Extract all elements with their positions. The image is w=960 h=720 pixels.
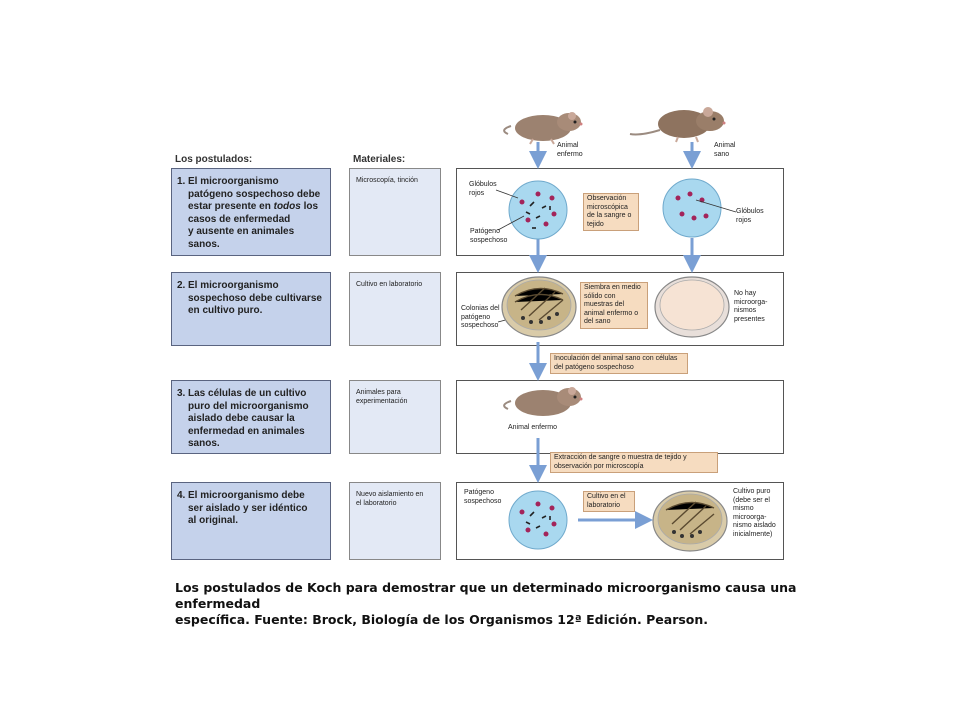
callout-extraccion: Extracción de sangre o muestra de tejido… xyxy=(550,452,718,473)
caption-line-1: Los postulados de Koch para demostrar qu… xyxy=(175,580,797,611)
postulate-4-line: El microorganismo debe xyxy=(188,490,305,501)
postulate-2-line: sospechoso debe cultivarse xyxy=(188,292,322,304)
postulate-1-line: los xyxy=(300,201,319,212)
material-1: Microscopía, tinción xyxy=(349,168,441,256)
blood-smear-sick xyxy=(508,180,568,240)
postulate-1-emphasis: todos xyxy=(273,201,301,212)
postulate-4-number: 4. xyxy=(177,490,186,501)
material-3: Animales para experimentación xyxy=(349,380,441,454)
postulate-4-line: al original. xyxy=(188,515,239,526)
label-globulos-rojos-right: Glóbulos rojos xyxy=(736,208,764,224)
postulate-1-line: casos de enfermedad xyxy=(188,213,291,225)
postulate-2-line: en cultivo puro. xyxy=(188,305,263,316)
postulate-1-number: 1. xyxy=(177,176,186,187)
postulate-3-line: Las células de un cultivo xyxy=(188,388,307,399)
postulate-1-line: El microorganismo xyxy=(188,176,279,187)
petri-dish-pure-culture xyxy=(652,490,728,552)
postulate-1-line: y ausente en animales xyxy=(188,226,295,237)
materials-header: Materiales: xyxy=(353,154,406,165)
postulate-3: 3.Las células de un cultivo puro del mic… xyxy=(171,380,331,454)
sick-mouse-illustration-2 xyxy=(503,387,583,416)
postulate-1-line: sanos. xyxy=(188,238,220,250)
postulate-1: 1.El microorganismo patógeno sospechoso … xyxy=(171,168,331,256)
label-cultivo-puro: Cultivo puro (debe ser el mismo microorg… xyxy=(733,488,776,538)
material-2: Cultivo en laboratorio xyxy=(349,272,441,346)
sick-mouse-illustration xyxy=(503,112,583,145)
postulate-1-line: estar presente en xyxy=(188,201,271,212)
callout-cultivo-lab: Cultivo en el laboratorio xyxy=(583,491,635,512)
postulate-3-line: sanos. xyxy=(188,438,220,449)
figure-caption: Los postulados de Koch para demostrar qu… xyxy=(175,580,875,628)
callout-inoculacion: Inoculación del animal sano con células … xyxy=(550,353,688,374)
caption-line-2: específica. Fuente: Brock, Biología de l… xyxy=(175,612,709,627)
postulate-1-line: patógeno sospechoso debe xyxy=(188,188,321,200)
material-4: Nuevo aislamiento en el laboratorio xyxy=(349,482,441,560)
postulate-3-line: enfermedad en animales xyxy=(188,425,305,437)
petri-dish-colonies xyxy=(501,276,577,338)
label-patogeno-sospechoso-4: Patógeno sospechoso xyxy=(464,489,502,505)
blood-smear-healthy xyxy=(662,178,722,238)
postulates-header: Los postulados: xyxy=(175,154,253,165)
blood-smear-isolation xyxy=(508,490,568,550)
postulate-3-number: 3. xyxy=(177,388,186,399)
postulate-3-line: aislado debe causar la xyxy=(188,413,295,424)
label-animal-sano: Animal sano xyxy=(714,142,736,158)
postulate-2-number: 2. xyxy=(177,280,186,291)
label-globulos-rojos-left: Glóbulos rojos xyxy=(469,181,497,197)
healthy-mouse-illustration xyxy=(629,107,726,143)
label-animal-enfermo-top: Animal enfermo xyxy=(557,142,583,158)
petri-dish-empty xyxy=(654,276,730,338)
postulate-3-line: puro del microorganismo xyxy=(188,400,309,412)
callout-siembra: Siembra en medio sólido con muestras del… xyxy=(580,282,648,329)
postulate-4: 4.El microorganismo debe ser aislado y s… xyxy=(171,482,331,560)
label-colonias: Colonias del patógeno sospechoso xyxy=(461,305,500,329)
postulate-2: 2.El microorganismo sospechoso debe cult… xyxy=(171,272,331,346)
label-patogeno-sospechoso-1: Patógeno sospechoso xyxy=(470,228,508,244)
postulate-4-line: ser aislado y ser idéntico xyxy=(188,502,308,514)
label-animal-enfermo-mid: Animal enfermo xyxy=(508,424,558,431)
label-no-hay: No hay microorga- nismos presentes xyxy=(734,290,768,323)
postulate-2-line: El microorganismo xyxy=(188,280,279,291)
callout-observacion: Observación microscópica de la sangre o … xyxy=(583,193,639,231)
